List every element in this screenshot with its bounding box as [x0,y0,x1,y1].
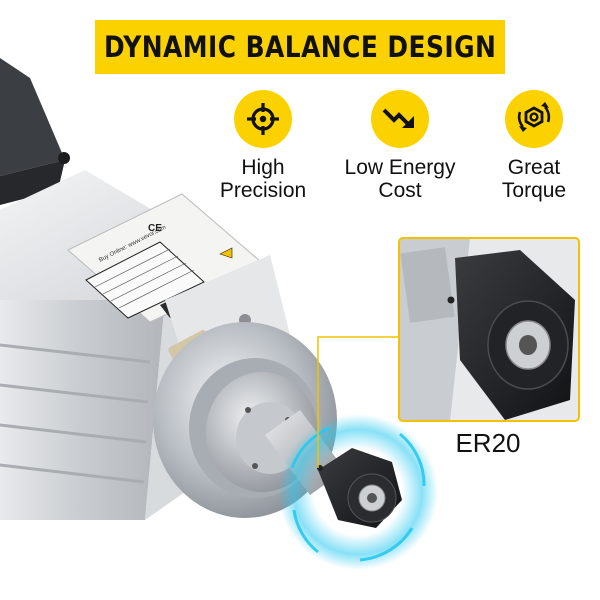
crosshair-target-icon [234,90,292,148]
feature-low-energy-cost: Low Energy Cost [325,90,475,202]
ce-mark: CE [148,223,162,234]
feature-high-precision: High Precision [188,90,338,202]
inset-caption: ER20 [455,428,521,458]
er20-inset-photo [399,238,579,421]
feature-label: High Precision [219,156,307,202]
warning-triangle-icon [219,247,233,259]
title-banner: DYNAMIC BALANCE DESIGN [95,20,505,74]
lightning-down-arrow-icon [371,90,429,148]
feature-label: Low Energy Cost [344,156,456,202]
motor-top-cover [0,58,65,176]
banner-title: DYNAMIC BALANCE DESIGN [103,30,497,64]
feature-label: Great Torque [501,156,567,202]
hexagon-nut-rotate-icon [505,90,563,148]
callout-line [317,336,399,468]
inset-frame [398,237,580,422]
feature-great-torque: Great Torque [459,90,600,202]
